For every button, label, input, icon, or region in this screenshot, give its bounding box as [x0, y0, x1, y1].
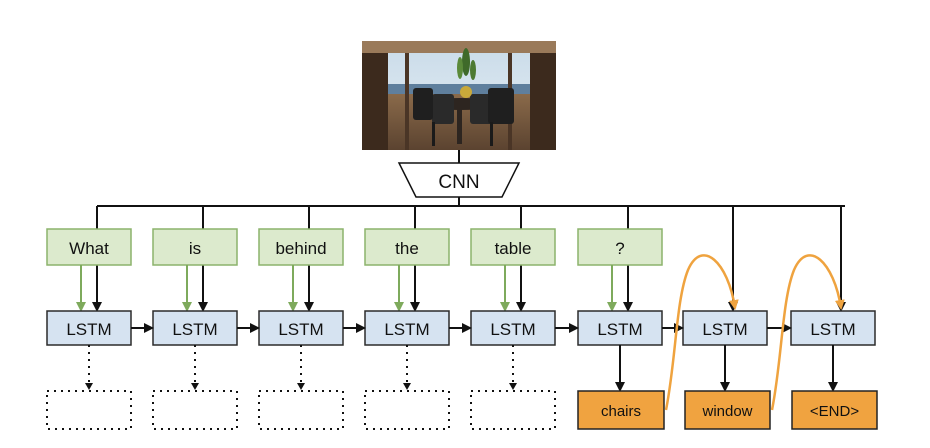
lstm-label: LSTM: [66, 320, 111, 339]
lstm-cell-8: LSTM: [790, 310, 876, 346]
lstm-label: LSTM: [702, 320, 747, 339]
word-label: is: [189, 239, 201, 258]
cnn-block: CNN: [397, 162, 521, 198]
word-box: [46, 228, 132, 266]
dotted-arrowhead: [297, 383, 305, 390]
lstm-cell-6: LSTM: [577, 310, 663, 346]
word-box: [364, 228, 450, 266]
answer-label: chairs: [601, 403, 641, 420]
question-word-what: What: [46, 228, 132, 312]
lstm-cell-2: LSTM: [152, 310, 238, 346]
lstm-box: [790, 310, 876, 346]
empty-output-box: [46, 390, 132, 430]
answer-label: <END>: [810, 403, 859, 420]
unused-output-4: [364, 345, 450, 430]
word-label: ?: [615, 239, 624, 258]
empty-output-box: [258, 390, 344, 430]
question-word-row: What is behind the table?: [46, 228, 663, 312]
question-word-the: the: [364, 228, 450, 312]
lstm-output-row: chairs window <END>: [46, 345, 878, 430]
answer-box: [577, 390, 665, 430]
lstm-label: LSTM: [597, 320, 642, 339]
dotted-arrowhead: [85, 383, 93, 390]
feedback-arrow-chairs-to-window: [664, 254, 739, 411]
word-box: [470, 228, 556, 266]
unused-output-3: [258, 345, 344, 430]
input-image: [362, 41, 556, 150]
word-label: behind: [275, 239, 326, 258]
answer-box: [684, 390, 771, 430]
lstm-label: LSTM: [384, 320, 429, 339]
dotted-arrowhead: [509, 383, 517, 390]
lstm-label: LSTM: [172, 320, 217, 339]
answer-end: <END>: [791, 345, 878, 430]
dotted-arrowhead: [191, 383, 199, 390]
word-box: [258, 228, 344, 266]
answer-window: window: [684, 345, 771, 430]
lstm-label: LSTM: [278, 320, 323, 339]
lstm-cell-3: LSTM: [258, 310, 344, 346]
dotted-arrowhead: [403, 383, 411, 390]
unused-output-5: [470, 345, 556, 430]
unused-output-2: [152, 345, 238, 430]
answer-feedback-arrows: [664, 254, 845, 411]
question-word-is: is: [152, 228, 238, 312]
lstm-box: [152, 310, 238, 346]
word-label: the: [395, 239, 419, 258]
word-label: What: [69, 239, 109, 258]
answer-box: [791, 390, 878, 430]
word-box: [152, 228, 238, 266]
empty-output-box: [152, 390, 238, 430]
answer-chairs: chairs: [577, 345, 665, 430]
answer-label: window: [701, 403, 752, 420]
feedback-arrow-window-to-end: [770, 254, 845, 411]
lstm-cell-7: LSTM: [682, 310, 768, 346]
lstm-cell-4: LSTM: [364, 310, 450, 346]
empty-output-box: [470, 390, 556, 430]
word-label: table: [495, 239, 532, 258]
cnn-feature-bus: [97, 197, 845, 207]
unused-output-1: [46, 345, 132, 430]
empty-output-box: [364, 390, 450, 430]
question-word-table: table: [470, 228, 556, 312]
cnn-feature-arrows: [92, 206, 846, 312]
question-word-behind: behind: [258, 228, 344, 312]
word-box: [577, 228, 663, 266]
lstm-label: LSTM: [490, 320, 535, 339]
cnn-label: CNN: [438, 172, 479, 193]
lstm-cell-5: LSTM: [470, 310, 556, 346]
lstm-label: LSTM: [810, 320, 855, 339]
lstm-cell-1: LSTM: [46, 310, 132, 346]
question-word-question-mark: ?: [577, 228, 663, 312]
